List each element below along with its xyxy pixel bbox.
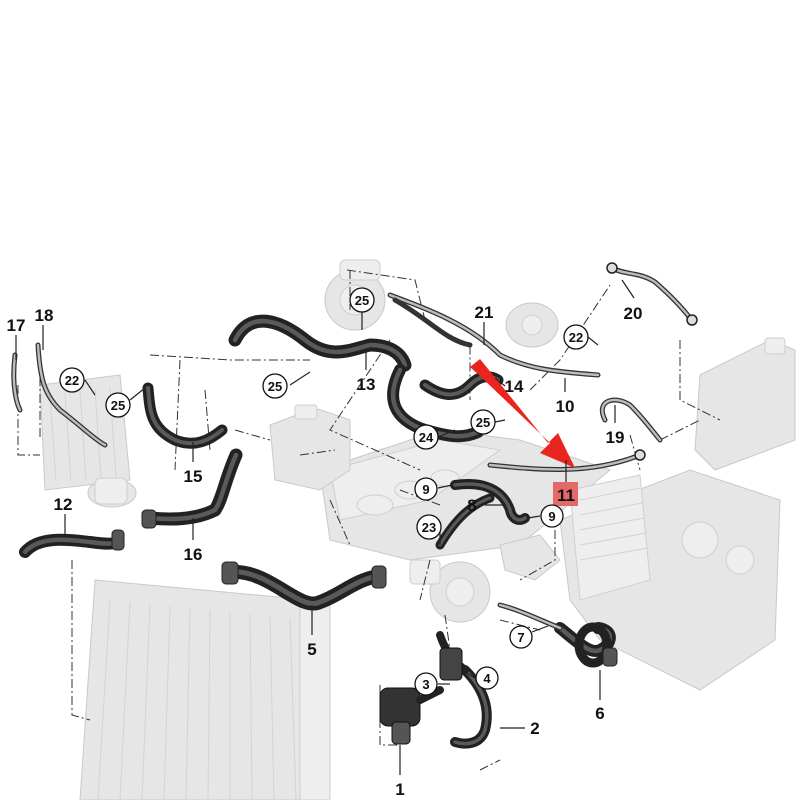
hose-24 [387,364,484,443]
callout-25-left: 25 [105,392,131,418]
svg-text:24: 24 [419,430,434,445]
svg-text:22: 22 [65,373,79,388]
svg-text:25: 25 [111,398,125,413]
callout-4: 4 [475,666,499,690]
coolant-pipes [11,262,698,631]
label-part-18: 18 [35,306,54,325]
hose-5 [221,561,387,611]
pipe-17-18 [11,342,108,448]
water-pump [409,559,491,623]
svg-text:3: 3 [422,677,429,692]
svg-text:25: 25 [355,293,369,308]
callout-22-left: 22 [59,367,85,393]
label-part-15: 15 [184,467,203,486]
engine-block [319,429,612,561]
callout-3: 3 [414,672,438,696]
label-part-8: 8 [467,496,476,515]
label-part-5: 5 [307,640,316,659]
leader-lines [15,279,635,775]
label-part-11: 11 [557,486,575,505]
callout-9-upper: 9 [414,477,438,501]
radiator [79,579,331,801]
callout-23: 23 [416,514,442,540]
hose-16 [141,448,243,529]
svg-text:9: 9 [548,509,555,524]
callout-22-right: 22 [563,324,589,350]
circled-callouts: 3 4 7 9 9 22 22 23 [59,287,589,696]
hose-8 [435,479,530,550]
svg-text:9: 9 [422,482,429,497]
red-arrow [470,359,575,468]
part-labels: 1 2 5 6 8 10 11 12 13 14 15 16 17 18 19 … [7,303,643,799]
pipe-21 [387,292,601,378]
pipe-20 [606,262,698,326]
pipe-7 [497,602,563,631]
callout-9-lower: 9 [540,504,564,528]
thermostat-housing [499,534,561,581]
highlight-callout [470,359,578,506]
svg-text:25: 25 [476,415,490,430]
svg-text:4: 4 [483,671,491,686]
label-part-20: 20 [624,304,643,323]
hose-connector-3 [439,647,463,681]
hose-6 [554,622,618,668]
svg-text:7: 7 [517,630,524,645]
hose-13 [228,314,412,372]
expansion-tank-right [694,337,796,471]
label-part-1: 1 [395,780,404,799]
electric-pump [87,477,137,508]
callout-24: 24 [413,424,439,450]
callout-7: 7 [509,625,533,649]
label-part-14: 14 [505,377,524,396]
label-part-16: 16 [184,545,203,564]
label-part-2: 2 [530,719,539,738]
label-part-21: 21 [475,303,494,322]
label-part-17: 17 [7,316,26,335]
svg-text:22: 22 [569,330,583,345]
highlight-box-part-11 [553,482,578,506]
hose-12 [19,529,125,558]
callout-25-center: 25 [262,373,288,399]
label-part-19: 19 [606,428,625,447]
label-part-10: 10 [556,397,575,416]
label-part-13: 13 [357,375,376,394]
callout-25-top: 25 [349,287,375,313]
hose-15 [142,382,228,449]
pipe-19 [487,397,663,472]
transmission-block [559,469,781,691]
hose-1 [379,686,444,745]
svg-text:25: 25 [268,379,282,394]
label-part-6: 6 [595,704,604,723]
svg-text:23: 23 [422,520,436,535]
callout-25-right: 25 [470,409,496,435]
coolant-expansion-tank [269,404,351,491]
label-part-12: 12 [54,495,73,514]
